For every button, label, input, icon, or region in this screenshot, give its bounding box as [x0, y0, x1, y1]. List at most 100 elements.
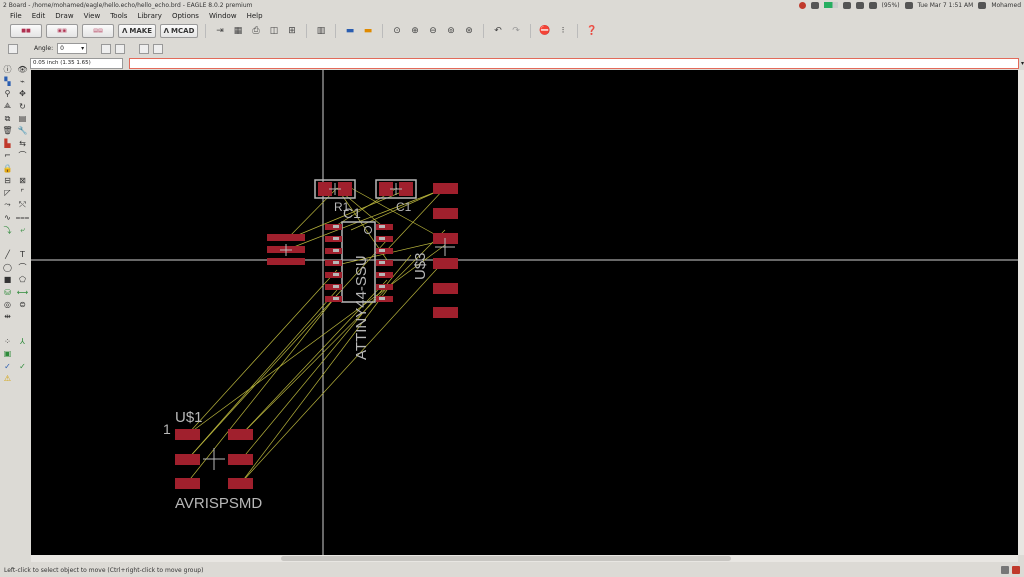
erc-icon[interactable]: ✓ — [4, 361, 11, 371]
wifi-icon[interactable] — [842, 1, 851, 9]
wire-icon[interactable]: ╱ — [5, 250, 10, 260]
part-c1[interactable]: C1 — [375, 179, 417, 214]
mark-icon[interactable]: ⌁ — [20, 76, 25, 86]
grid-icon[interactable] — [8, 43, 18, 54]
split-icon[interactable]: ⌐ — [4, 151, 11, 161]
cam-processor-icon[interactable]: ◫ — [269, 26, 279, 36]
miter-icon[interactable]: ◸ — [4, 188, 11, 198]
circle-icon[interactable]: ◯ — [3, 262, 12, 272]
3d-view-button[interactable]: ▤▤ — [82, 24, 114, 38]
chevron-down-icon[interactable]: ▾ — [1020, 59, 1024, 67]
vertical-scrollbar[interactable] — [1018, 70, 1024, 555]
horizontal-scroll-thumb[interactable] — [281, 556, 731, 561]
undo-icon[interactable]: ↶ — [494, 26, 502, 36]
copy-icon[interactable]: ⧉ — [4, 113, 11, 123]
rect-icon[interactable]: ■ — [3, 275, 12, 285]
group-icon[interactable]: ▙ — [4, 138, 11, 148]
ulp-icon[interactable]: ▬ — [363, 26, 373, 36]
settings-gear-icon[interactable] — [978, 1, 987, 9]
import-icon[interactable]: ⇥ — [216, 26, 224, 36]
hole-icon[interactable]: ◎ — [4, 299, 11, 309]
menu-draw[interactable]: Draw — [55, 11, 74, 20]
errors-warning-icon[interactable]: ⚠ — [3, 374, 12, 384]
group-move-icon[interactable] — [153, 43, 164, 54]
display-layers-icon[interactable]: ▚ — [4, 76, 11, 86]
part-attiny44[interactable]: ATTINY44-SSU — [325, 221, 393, 360]
menu-tools[interactable]: Tools — [110, 11, 128, 20]
menu-view[interactable]: View — [83, 11, 101, 20]
dimension-icon[interactable]: ⇹ — [4, 312, 11, 322]
zoom-fit-icon[interactable]: ⊙ — [393, 26, 401, 36]
drc-icon[interactable]: ✓ — [19, 361, 26, 371]
menu-file[interactable]: File — [10, 11, 22, 20]
bluetooth-icon[interactable] — [855, 1, 864, 9]
autoroute-icon[interactable]: ⤲ — [19, 200, 26, 210]
part-u1-avrisp[interactable]: U$1 1 AVRISPSMD — [163, 409, 262, 512]
zoom-tool-icon[interactable]: ⚲ — [4, 89, 11, 99]
script-icon[interactable]: ▬ — [345, 26, 355, 36]
part-r1[interactable]: R1 — [314, 179, 356, 214]
optimize-icon[interactable]: ⌒ — [18, 151, 27, 161]
mcad-button[interactable]: Λ MCAD — [160, 24, 198, 38]
settings-icon[interactable] — [1001, 566, 1009, 574]
paste-icon[interactable]: ▤ — [18, 114, 27, 124]
menu-edit[interactable]: Edit — [31, 11, 46, 20]
board-canvas[interactable]: R1 C1 C1 — [31, 70, 1018, 555]
redo-icon[interactable]: ↷ — [512, 26, 520, 36]
name-icon[interactable]: ⊠ — [19, 176, 26, 186]
text-icon[interactable]: T — [20, 250, 25, 260]
switch-schematic-icon[interactable]: ⊞ — [288, 26, 296, 36]
rotate-icon[interactable]: ↻ — [19, 101, 26, 111]
zoom-out-icon[interactable]: ⊖ — [429, 26, 437, 36]
zoom-in-icon[interactable]: ⊕ — [411, 26, 419, 36]
lock-icon[interactable]: 🔒 — [2, 163, 13, 173]
signal-icon[interactable]: ⟷ — [16, 287, 29, 297]
measure-icon[interactable]: ⁘ — [4, 337, 11, 347]
change-icon[interactable]: 🔧 — [17, 126, 28, 136]
arc-icon[interactable]: ⌒ — [18, 262, 27, 272]
save-icon[interactable]: ▦ — [233, 26, 243, 36]
spin-icon[interactable] — [115, 43, 126, 54]
make-button[interactable]: Λ MAKE — [118, 24, 156, 38]
routing-icon[interactable]: ⅄ — [20, 337, 25, 347]
replace-icon[interactable]: ⇆ — [19, 138, 26, 148]
menu-library[interactable]: Library — [137, 11, 162, 20]
move-icon[interactable]: ✥ — [19, 89, 26, 99]
clock[interactable]: Tue Mar 7 1:51 AM — [917, 1, 974, 9]
bend-icon[interactable]: ⌜ — [20, 188, 25, 198]
ripup-icon[interactable]: ⤵ — [3, 225, 12, 235]
menu-help[interactable]: Help — [246, 11, 263, 20]
delete-icon[interactable]: 🗑 — [2, 126, 13, 136]
show-icon[interactable]: 👁 — [17, 64, 28, 74]
meander-icon[interactable]: ∿ — [4, 213, 11, 223]
polygon-icon[interactable]: ⬠ — [19, 275, 26, 285]
stop-indicator-icon[interactable] — [1012, 566, 1020, 574]
group-select-icon[interactable] — [139, 43, 150, 54]
command-input[interactable] — [129, 57, 1019, 69]
help-icon[interactable]: ❓ — [586, 26, 598, 36]
pcb-quote-button[interactable]: ▣▣ — [46, 24, 78, 38]
menu-window[interactable]: Window — [208, 11, 237, 20]
zoom-redraw-icon[interactable]: ⊚ — [447, 26, 455, 36]
battery-icon[interactable] — [868, 1, 877, 9]
info-icon[interactable]: ⓘ — [3, 64, 12, 74]
route-icon[interactable]: ⤳ — [4, 200, 11, 210]
record-icon[interactable] — [798, 1, 806, 9]
volume-icon[interactable] — [904, 1, 913, 9]
diff-pair-icon[interactable]: ⩶ — [15, 212, 30, 222]
angle-select[interactable]: 0 ▾ — [57, 43, 88, 54]
smash-icon[interactable]: ⊟ — [4, 176, 11, 186]
app-indicator-icon[interactable] — [810, 1, 819, 9]
digikey-button[interactable]: ■■ — [10, 24, 42, 38]
via-icon[interactable]: ⛁ — [4, 287, 11, 297]
add-part-icon[interactable]: ▣ — [3, 349, 12, 359]
menu-options[interactable]: Options — [171, 11, 199, 20]
mirror-tool-icon[interactable]: ⟁ — [3, 101, 12, 111]
ratsnest-tool-icon[interactable]: ⤶ — [20, 225, 25, 235]
board-drawing[interactable]: R1 C1 C1 — [31, 70, 1018, 555]
attribute-icon[interactable]: ⊜ — [19, 299, 26, 309]
zoom-area-icon[interactable]: ⊛ — [465, 26, 473, 36]
mirror-icon[interactable] — [101, 43, 112, 54]
print-icon[interactable]: ⎙ — [252, 26, 260, 36]
ratsnest-icon[interactable]: ▥ — [316, 26, 326, 36]
